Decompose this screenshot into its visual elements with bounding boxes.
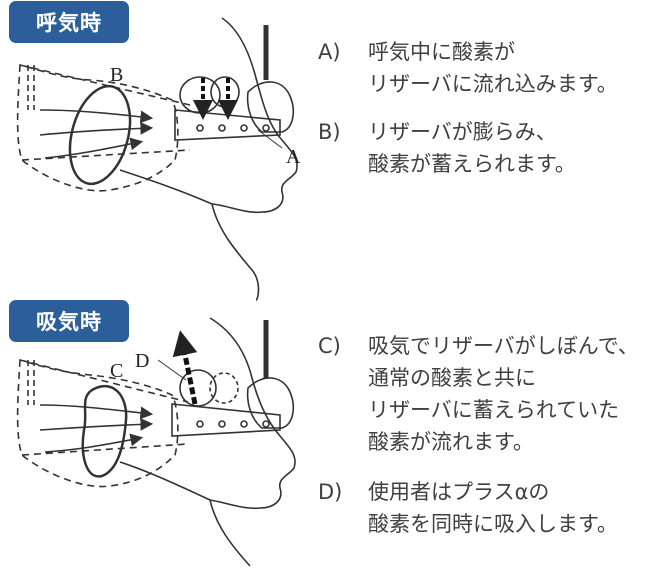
item-line: 吸気でリザーバがしぼんで、 bbox=[368, 334, 639, 358]
label-c: C bbox=[110, 360, 124, 382]
item-line: 通常の酸素と共に bbox=[368, 366, 536, 390]
explanation-b: B) リザーバが膨らみ、 酸素が蓄えられます。 bbox=[318, 116, 576, 180]
explanation-a: A) 呼気中に酸素が リザーバに流れ込みます。 bbox=[318, 36, 618, 100]
label-b: B bbox=[110, 64, 124, 86]
item-key: D) bbox=[318, 480, 343, 504]
exhale-badge: 呼気時 bbox=[9, 1, 129, 43]
item-line: 使用者はプラスαの bbox=[368, 480, 550, 504]
exhale-illustration bbox=[16, 17, 298, 301]
explanation-d: D) 使用者はプラスαの 酸素を同時に吸入します。 bbox=[318, 476, 618, 540]
label-a: A bbox=[286, 146, 301, 168]
item-line: リザーバに蓄えられていた bbox=[368, 398, 620, 422]
item-line: 酸素が蓄えられます。 bbox=[368, 152, 576, 176]
inhale-illustration bbox=[16, 317, 296, 567]
inhale-badge: 吸気時 bbox=[9, 300, 129, 342]
item-key: B) bbox=[318, 120, 341, 144]
item-key: A) bbox=[318, 40, 341, 64]
label-d: D bbox=[135, 350, 150, 372]
item-line: 呼気中に酸素が bbox=[368, 40, 515, 64]
item-line: 酸素を同時に吸入します。 bbox=[368, 512, 618, 536]
explanation-c: C) 吸気でリザーバがしぼんで、 通常の酸素と共に リザーバに蓄えられていた 酸… bbox=[318, 330, 639, 458]
item-line: 酸素が流れます。 bbox=[368, 430, 534, 454]
item-line: リザーバが膨らみ、 bbox=[368, 120, 557, 144]
item-key: C) bbox=[318, 334, 341, 358]
item-line: リザーバに流れ込みます。 bbox=[368, 72, 618, 96]
